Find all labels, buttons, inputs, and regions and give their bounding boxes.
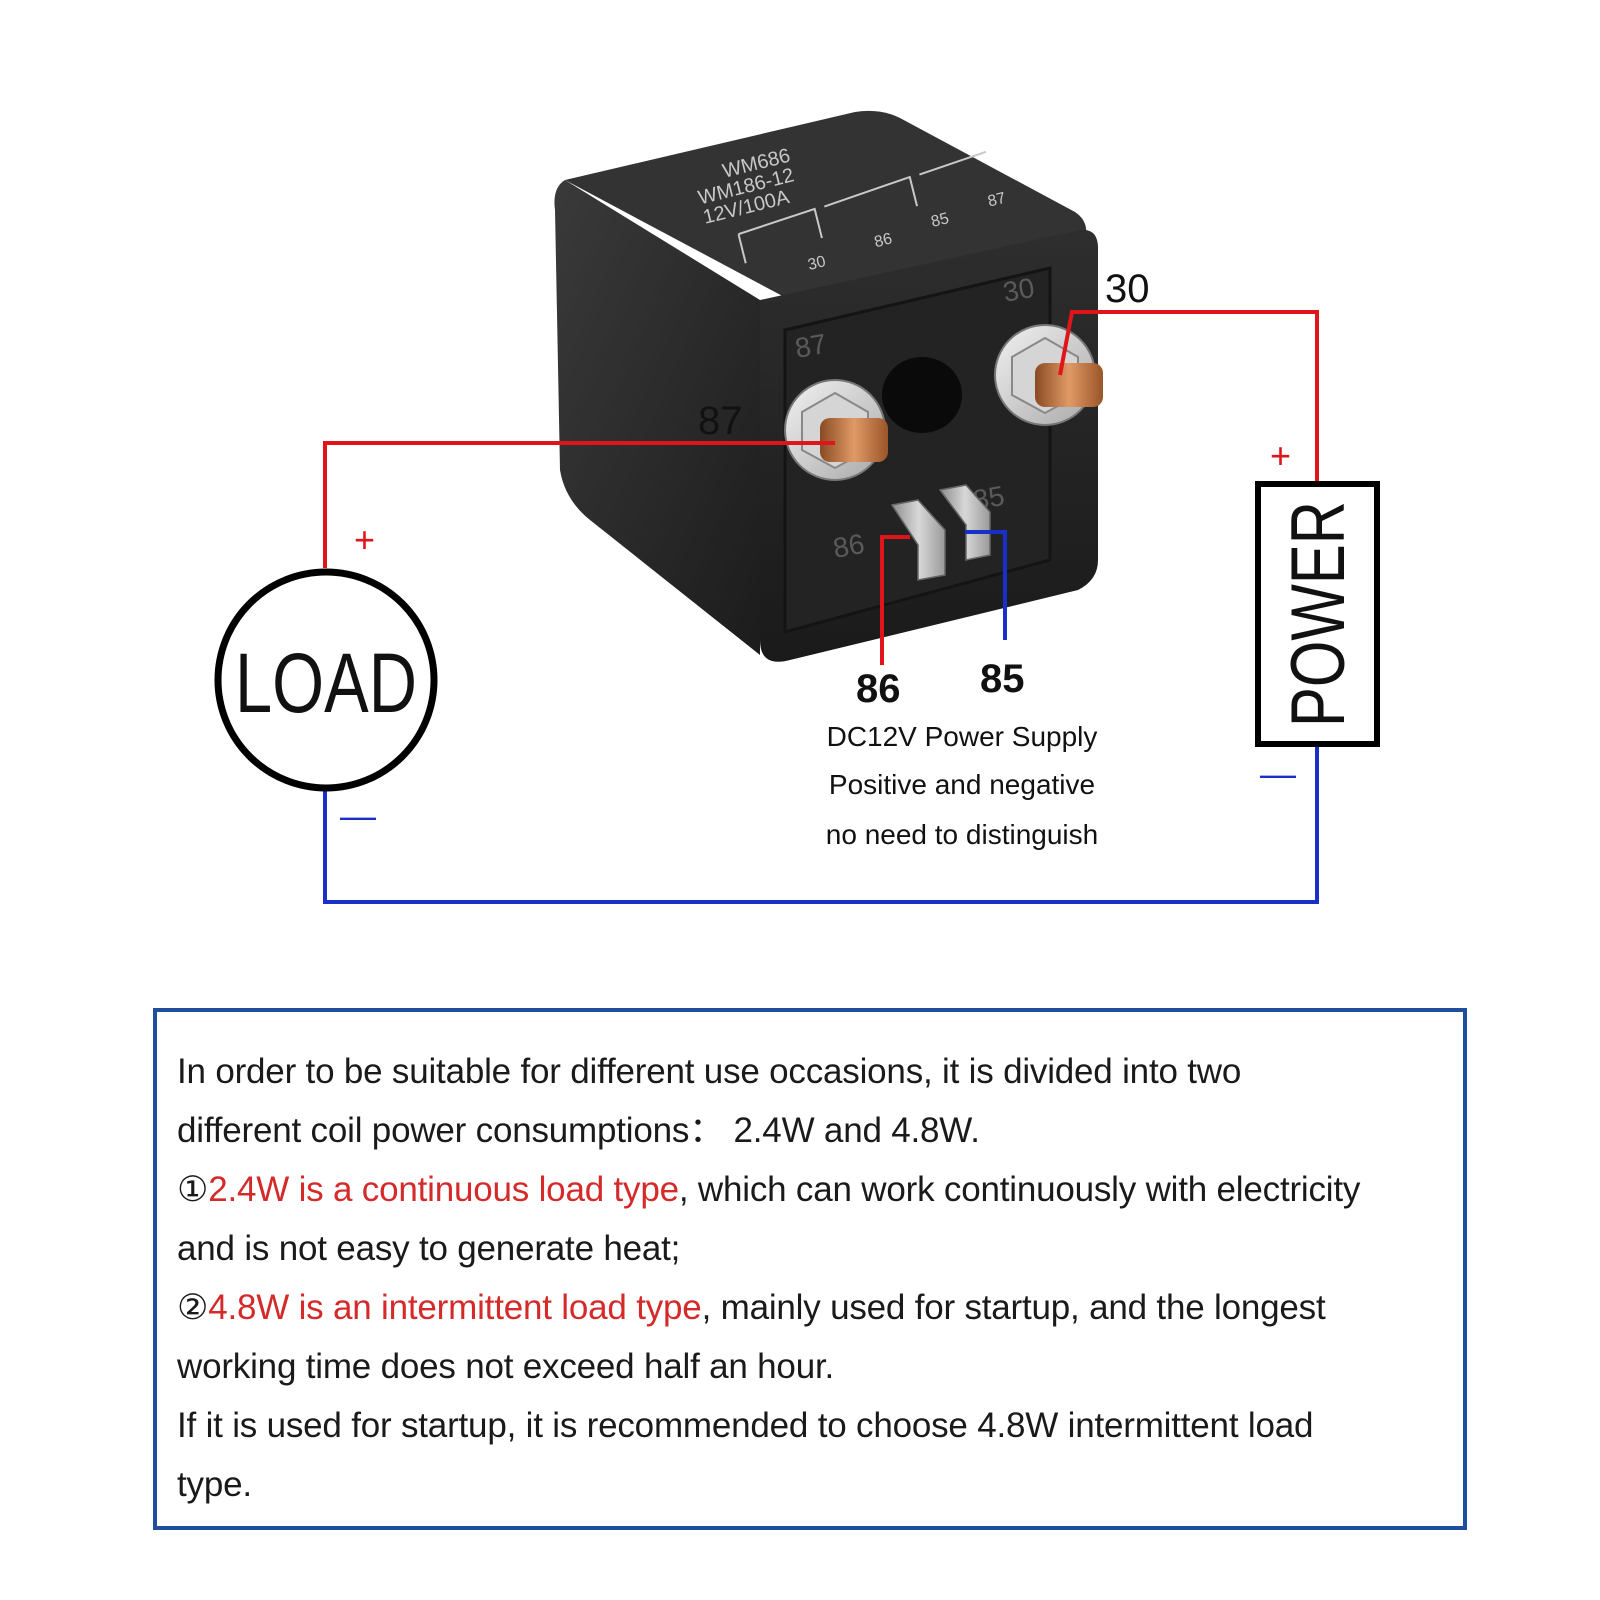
relay-top-pin-87: 87 xyxy=(986,190,1007,211)
relay-body xyxy=(554,110,1098,662)
wire-load-positive xyxy=(323,441,835,568)
coil-power-note: DC12V Power Supply Positive and negative… xyxy=(826,721,1098,850)
terminal-label-86: 86 xyxy=(856,667,901,711)
list-marker-1: ① xyxy=(177,1170,209,1209)
terminal-label-85: 85 xyxy=(980,657,1025,701)
terminal-87-bolt xyxy=(820,418,888,462)
wire-power-positive xyxy=(1058,310,1319,482)
coil-note-line3: no need to distinguish xyxy=(826,819,1098,850)
relay-center-hole xyxy=(882,357,962,433)
load-label: LOAD xyxy=(235,636,417,730)
terminal-30-bolt xyxy=(1035,363,1103,407)
terminal-label-30: 30 xyxy=(1105,267,1150,311)
description-line-5: ②4.8W is an intermittent load type, main… xyxy=(177,1278,1445,1337)
description-line-8: type. xyxy=(177,1465,252,1504)
description-box: In order to be suitable for different us… xyxy=(153,1008,1467,1530)
relay-face-label-87: 87 xyxy=(793,328,829,364)
coil-note-line1: DC12V Power Supply xyxy=(827,721,1098,752)
wire-negative-return xyxy=(323,745,1319,904)
description-line-2: different coil power consumptions： 2.4W … xyxy=(177,1111,980,1150)
description-line-1: In order to be suitable for different us… xyxy=(177,1052,1242,1091)
power-plus-sign: + xyxy=(1270,435,1291,476)
description-line-4: and is not easy to generate heat; xyxy=(177,1229,681,1268)
load-symbol: LOAD + — xyxy=(214,519,438,836)
continuous-load-highlight: 2.4W is a continuous load type xyxy=(208,1170,679,1209)
power-label: POWER xyxy=(1276,501,1361,727)
coil-tab-85 xyxy=(938,484,991,561)
relay-top-pin-85: 85 xyxy=(929,210,950,231)
coil-note-line2: Positive and negative xyxy=(829,769,1095,800)
relay-face-label-86: 86 xyxy=(831,528,867,564)
intermittent-load-highlight: 4.8W is an intermittent load type xyxy=(208,1288,702,1327)
continuous-load-text: , which can work continuously with elect… xyxy=(678,1170,1361,1209)
list-marker-2: ② xyxy=(177,1288,209,1327)
power-symbol: POWER + — xyxy=(1255,435,1380,794)
relay-top-pin-86: 86 xyxy=(873,230,894,251)
terminal-87-stud xyxy=(784,379,888,481)
description-line-6: working time does not exceed half an hou… xyxy=(177,1347,835,1386)
coil-tab-86 xyxy=(890,499,946,581)
relay-top-pin-30: 30 xyxy=(806,253,827,274)
relay-face-label-30: 30 xyxy=(1001,272,1037,308)
coil-tabs xyxy=(890,484,991,581)
load-plus-sign: + xyxy=(354,519,375,560)
description-line-3: ①2.4W is a continuous load type, which c… xyxy=(177,1160,1445,1219)
terminal-label-87: 87 xyxy=(698,399,743,443)
wiring xyxy=(323,310,1319,904)
intermittent-load-text: , mainly used for startup, and the longe… xyxy=(701,1288,1326,1327)
relay-schematic-print xyxy=(737,150,987,264)
load-circle xyxy=(214,568,438,792)
power-box xyxy=(1255,481,1380,747)
relay-wiring-diagram: WM686 WM186-12 12V/100A 30 86 85 87 30 8… xyxy=(214,110,1380,904)
description-line-7: If it is used for startup, it is recomme… xyxy=(177,1406,1314,1445)
wire-coil-85 xyxy=(965,530,1007,640)
wire-coil-86 xyxy=(880,535,910,665)
load-minus-sign: — xyxy=(340,795,376,836)
relay-left-face xyxy=(554,180,760,655)
power-minus-sign: — xyxy=(1260,753,1296,794)
